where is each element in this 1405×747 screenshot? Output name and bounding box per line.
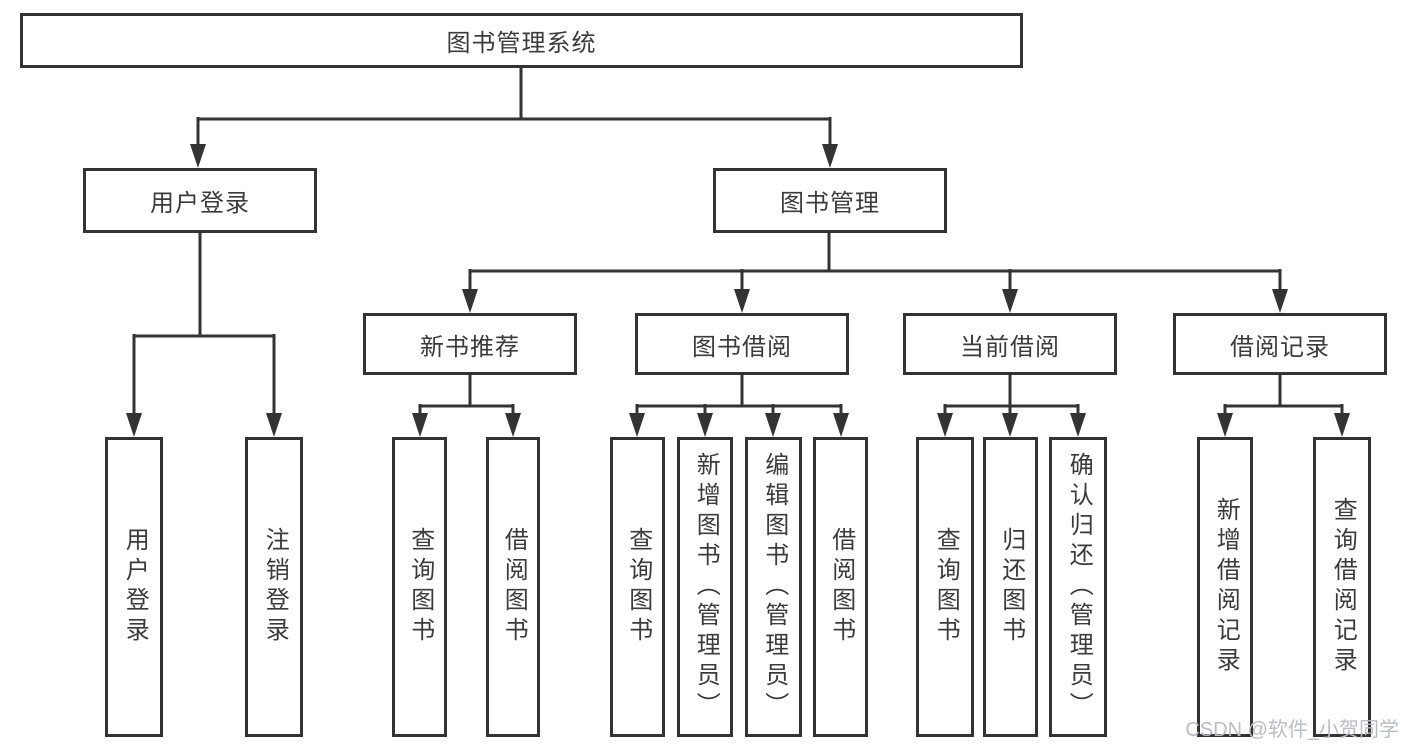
leaf-edit-book-admin: 编辑图书（管理员） xyxy=(745,437,802,737)
leaf-query-books-2: 查询图书 xyxy=(610,437,665,737)
leaf-user-login-label: 用户登录 xyxy=(121,527,149,647)
leaf-confirm-return-admin-label: 确认归还（管理员） xyxy=(1065,452,1093,722)
node-library-system: 图书管理系统 xyxy=(20,13,1023,68)
leaf-query-borrow-record: 查询借阅记录 xyxy=(1313,437,1371,737)
connector-user-login-to-leaves xyxy=(126,233,282,437)
watermark: CSDN @软件_小贺同学 xyxy=(1185,719,1399,741)
leaf-add-book-admin-label: 新增图书（管理员） xyxy=(692,452,720,722)
leaf-query-borrow-record-label: 查询借阅记录 xyxy=(1329,497,1357,677)
leaf-query-books-3: 查询图书 xyxy=(916,437,974,737)
leaf-borrow-books-1-label: 借阅图书 xyxy=(500,527,528,647)
node-current-borrow: 当前借阅 xyxy=(903,313,1117,375)
connector-current-borrow-to-leaves xyxy=(937,375,1086,437)
node-new-book-recommend: 新书推荐 xyxy=(363,313,577,375)
connector-book-borrow-to-leaves xyxy=(629,375,849,437)
leaf-borrow-books-2-label: 借阅图书 xyxy=(827,527,855,647)
leaf-add-book-admin: 新增图书（管理员） xyxy=(677,437,733,737)
connector-root-to-level2 xyxy=(190,68,838,168)
leaf-borrow-books-1: 借阅图书 xyxy=(486,437,540,737)
node-book-management-branch: 图书管理 xyxy=(713,168,947,233)
leaf-logout: 注销登录 xyxy=(245,437,303,737)
node-user-login-branch: 用户登录 xyxy=(83,168,317,233)
leaf-user-login: 用户登录 xyxy=(105,437,163,737)
leaf-query-books-1: 查询图书 xyxy=(392,437,447,737)
connector-book-mgmt-to-level3 xyxy=(462,233,1288,313)
leaf-logout-label: 注销登录 xyxy=(261,527,289,647)
leaf-confirm-return-admin: 确认归还（管理员） xyxy=(1049,437,1107,737)
leaf-add-borrow-record: 新增借阅记录 xyxy=(1197,437,1253,737)
leaf-query-books-2-label: 查询图书 xyxy=(624,527,652,647)
leaf-query-books-3-label: 查询图书 xyxy=(932,527,960,647)
connector-borrow-records-to-leaves xyxy=(1217,375,1350,437)
leaf-borrow-books-2: 借阅图书 xyxy=(813,437,868,737)
connector-new-book-to-leaves xyxy=(412,375,521,437)
node-borrow-records: 借阅记录 xyxy=(1173,313,1387,375)
leaf-query-books-1-label: 查询图书 xyxy=(406,527,434,647)
leaf-return-book-label: 归还图书 xyxy=(997,527,1025,647)
leaf-return-book: 归还图书 xyxy=(983,437,1038,737)
leaf-add-borrow-record-label: 新增借阅记录 xyxy=(1212,497,1240,677)
node-book-borrow: 图书借阅 xyxy=(635,313,849,375)
leaf-edit-book-admin-label: 编辑图书（管理员） xyxy=(760,452,788,722)
